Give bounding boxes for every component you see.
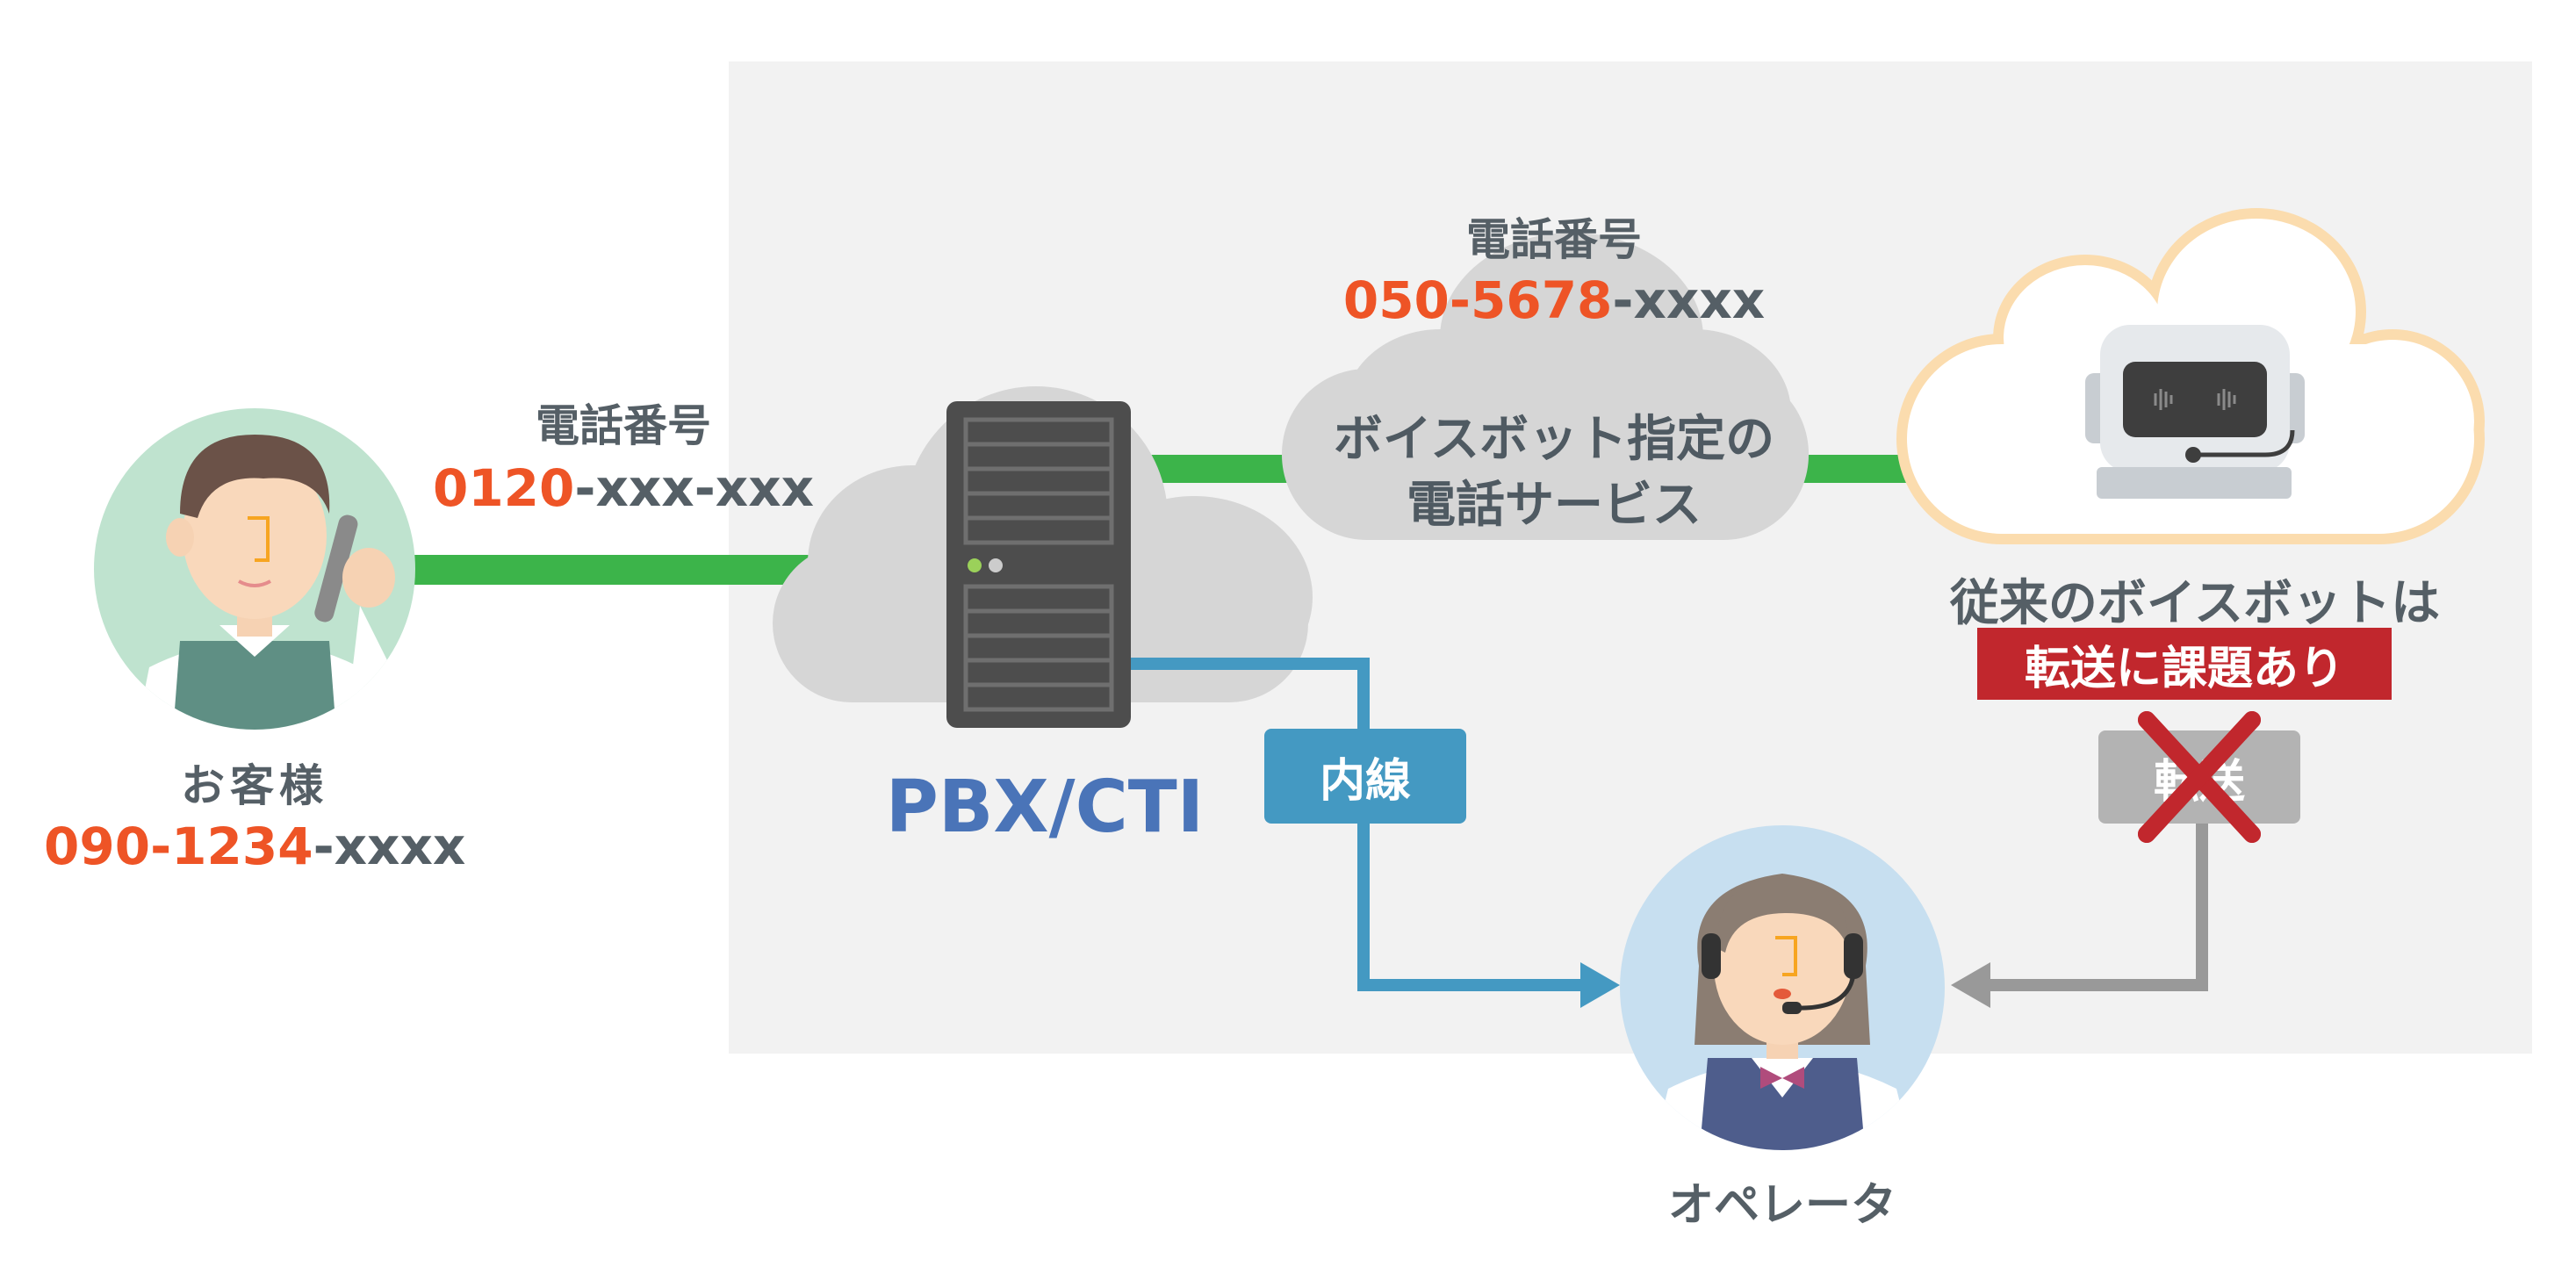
service-cloud	[1282, 233, 1809, 540]
customer-phone: 090-1234-xxxx	[44, 817, 465, 876]
service-number-label: 電話番号	[1466, 214, 1642, 265]
pbx-line-phone: 0120-xxx-xxx	[421, 458, 825, 518]
service-phone-rest: -xxxx	[1612, 270, 1766, 330]
service-phone-highlight: 050-5678	[1342, 270, 1613, 330]
service-cloud-line2: 電話サービス	[1407, 477, 1702, 534]
voicebot-caption: 従来のボイスボットは	[1949, 575, 2441, 632]
robot-icon	[2085, 325, 2305, 499]
extension-tag: 内線	[1264, 729, 1466, 824]
server-icon	[946, 401, 1131, 728]
customer-avatar	[94, 408, 415, 730]
customer-phone-rest: -xxxx	[313, 817, 466, 876]
customer-phone-highlight: 090-1234	[44, 817, 313, 876]
transfer-arrowhead	[1951, 962, 1990, 1008]
operator-avatar	[1620, 825, 1945, 1150]
pbx-line-phone-rest: -xxx-xxx	[574, 458, 815, 518]
service-cloud-line1: ボイスボット指定の	[1333, 411, 1775, 468]
transfer-line	[1986, 821, 2208, 991]
operator-name: オペレータ	[1667, 1179, 1896, 1232]
service-phone: 050-5678-xxxx	[1335, 270, 1774, 330]
transfer-tag: 転送	[2098, 730, 2300, 824]
customer-name: お客様	[181, 760, 328, 811]
issue-badge: 転送に課題あり	[1977, 628, 2392, 700]
pbx-line-phone-highlight: 0120	[432, 458, 575, 518]
pbx-label: PBX/CTI	[885, 766, 1205, 849]
pbx-line-number-label: 電話番号	[536, 400, 711, 451]
extension-arrowhead	[1580, 962, 1620, 1008]
extension-line	[1128, 658, 1585, 991]
